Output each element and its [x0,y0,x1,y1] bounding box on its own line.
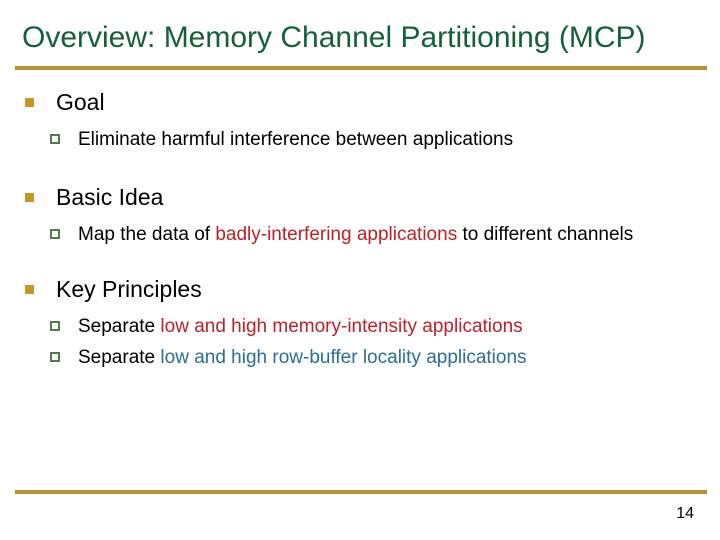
square-bullet-icon [25,285,34,294]
spacer [0,152,720,183]
hollow-square-bullet-icon [50,352,60,362]
bullet-text-run: Separate [78,316,161,337]
page-number: 14 [676,505,694,522]
bullet-text-run-highlight: low and high row-buffer locality applica… [160,347,527,368]
hollow-square-bullet-icon [50,321,60,331]
bullet-level1-basic-idea: Basic Idea [0,183,720,211]
bullet-level1-label: Key Principles [56,276,202,302]
hollow-square-bullet-icon [50,229,60,239]
square-bullet-icon [25,193,34,202]
bullet-level2-goal-1: Eliminate harmful interference between a… [0,127,720,152]
square-bullet-icon [25,98,34,107]
page-title: Overview: Memory Channel Partitioning (M… [22,21,646,54]
hollow-square-bullet-icon [50,134,60,144]
bullet-text-run: Eliminate harmful interference between a… [78,129,514,150]
bullet-level2-key-principles-2: Separate low and high row-buffer localit… [0,345,720,370]
bullet-level2-key-principles-1: Separate low and high memory-intensity a… [0,314,720,339]
spacer [0,247,720,275]
spacer [0,211,720,222]
footer-divider-rule [15,490,707,494]
bullet-text-run: Map the data of [78,224,216,245]
bullet-level1-goal: Goal [0,88,720,116]
bullet-text-run: Separate [78,347,161,368]
bullet-text-run: to different channels [457,224,634,245]
bullet-level1-label: Basic Idea [56,184,164,210]
bullet-level2-basic-idea-1: Map the data of badly-interfering applic… [0,222,720,247]
bullet-level1-key-principles: Key Principles [0,275,720,303]
bullet-level1-label: Goal [56,89,105,115]
bullet-text-run-highlight: badly-interfering applications [215,224,458,245]
title-divider-rule [15,66,707,70]
bullet-text-run-highlight: low and high memory-intensity applicatio… [160,316,523,337]
spacer [0,303,720,314]
slide-body: Goal Eliminate harmful interference betw… [0,88,720,370]
spacer [0,116,720,127]
